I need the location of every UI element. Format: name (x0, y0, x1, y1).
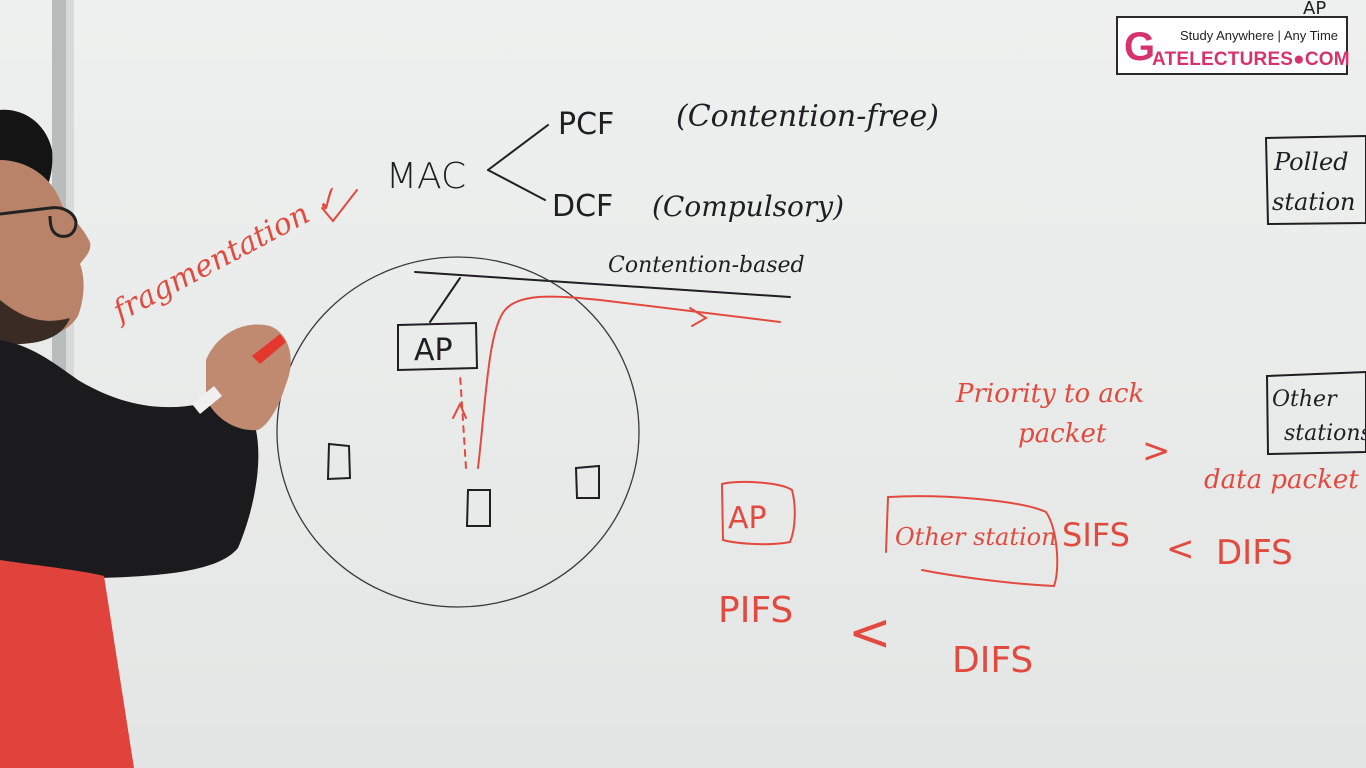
greater-sign: > (1142, 431, 1171, 471)
lt-sign-2: < (848, 603, 892, 663)
other-station-label: Other station (895, 523, 1057, 551)
top-corner-ap: AP (1303, 0, 1326, 19)
pcf-note: (Contention-free) (676, 99, 939, 134)
logo-g-letter: G (1124, 25, 1156, 69)
presenter-beard (0, 300, 70, 345)
other-station-red-box (887, 495, 1059, 588)
station-box-right (574, 464, 600, 499)
station-box-left (326, 442, 352, 481)
fragmentation-label: fragmentation ✓ (106, 180, 346, 330)
bus-line (414, 271, 791, 298)
pcf-label: PCF (558, 107, 614, 142)
other-station-red-left (885, 496, 889, 553)
red-arrow-head (689, 307, 708, 327)
red-marker-icon (252, 334, 286, 364)
other-line2: stations (1284, 421, 1366, 446)
ap-red-box (720, 481, 796, 546)
glasses-icon (0, 206, 78, 238)
other-line1: Other (1272, 387, 1338, 412)
mac-branch-upper (487, 124, 549, 171)
logo-tagline: Study Anywhere | Any Time (1179, 28, 1338, 43)
priority-line2: packet (1018, 419, 1107, 449)
ap-box (397, 321, 479, 372)
polled-station-box (1264, 134, 1366, 226)
presenter-face (0, 160, 91, 337)
marker-cap-icon (192, 386, 222, 414)
difs-label-1: DIFS (1216, 533, 1293, 573)
priority-line1: Priority to ack (955, 379, 1144, 409)
lt-sign-1: < (1166, 529, 1195, 569)
station-box-middle (465, 489, 491, 527)
gatelectures-logo: G Study Anywhere | Any Time ATELECTURES●… (1116, 16, 1350, 75)
coverage-circle (276, 256, 640, 608)
presenter (0, 109, 291, 768)
logo-brand-text: ATELECTURES●COM (1152, 49, 1350, 70)
data-packet-label: data packet (1204, 465, 1359, 495)
other-stations-box (1265, 370, 1366, 456)
red-path-curve (477, 295, 781, 469)
pifs-label: PIFS (718, 590, 793, 631)
ap-stem (429, 277, 461, 323)
dcf-note: (Compulsory) (652, 190, 844, 223)
contention-based-label: Contention-based (608, 253, 805, 278)
red-ack-arrowhead (452, 401, 467, 419)
fragmentation-check (321, 189, 358, 223)
ap-main-label: AP (414, 333, 453, 368)
black-ink-group (276, 124, 1366, 608)
sifs-label: SIFS (1062, 516, 1130, 554)
mac-branch-lower (487, 169, 546, 201)
red-ink-group (321, 189, 1059, 588)
mac-label: MAC (386, 156, 466, 197)
red-dashed-ack (459, 373, 467, 469)
presenter-red-shirt (0, 560, 134, 768)
polled-line1: Polled (1273, 148, 1349, 176)
dcf-label: DCF (552, 189, 613, 224)
difs-label-2: DIFS (952, 640, 1033, 681)
ap-box2-label: AP (728, 501, 767, 536)
black-text-group: MAC PCF (Contention-free) DCF (Compulsor… (386, 0, 1366, 446)
polled-line2: station (1272, 188, 1356, 216)
